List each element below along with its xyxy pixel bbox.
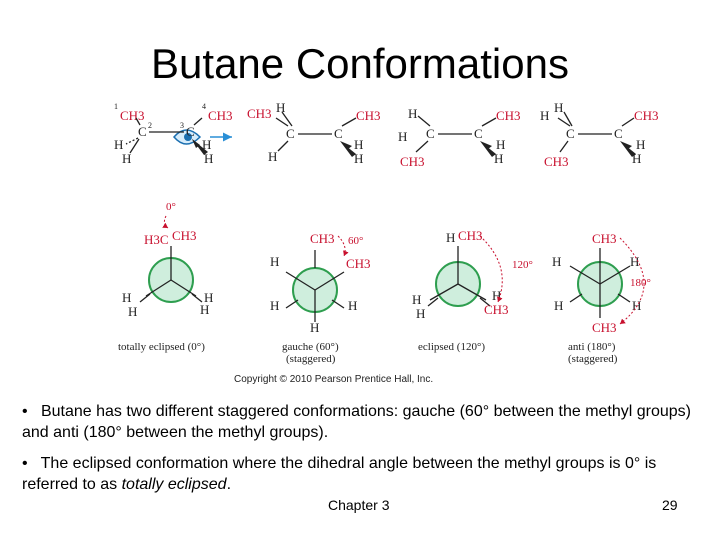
atom-h: H <box>114 137 123 152</box>
caption-eclipsed: eclipsed (120°) <box>418 341 485 353</box>
atom-ch3: CH3 <box>120 108 145 123</box>
atom-c: C <box>186 124 195 139</box>
page-number: 29 <box>662 497 678 513</box>
atom-ch3: CH3 <box>208 108 233 123</box>
atom-h: H <box>200 302 209 317</box>
atom-h: H <box>348 298 357 313</box>
angle-label-120: 120° <box>512 259 533 271</box>
atom-ch3: CH3 <box>544 154 569 169</box>
caption-gauche: gauche (60°) <box>282 341 339 353</box>
sawhorse-anti: H H C C CH3 CH3 H H <box>540 100 659 169</box>
caption-anti: anti (180°) <box>568 341 616 353</box>
atom-c: C <box>426 126 435 141</box>
atom-h: H <box>416 306 425 321</box>
atom-c: C <box>286 126 295 141</box>
atom-c: C <box>474 126 483 141</box>
angle-label-60: 60° <box>348 235 363 247</box>
atom-h: H <box>122 151 131 166</box>
atom-ch3: CH3 <box>310 231 335 246</box>
atom-number-4: 4 <box>202 102 206 111</box>
atom-c: C <box>334 126 343 141</box>
atom-ch3: CH3 <box>634 108 659 123</box>
atom-h: H <box>554 100 563 115</box>
atom-number-2: 2 <box>148 121 152 130</box>
atom-ch3: CH3 <box>346 256 371 271</box>
atom-h: H <box>446 230 455 245</box>
atom-h: H <box>412 292 421 307</box>
atom-h: H <box>554 298 563 313</box>
bullet-text: Butane has two different staggered confo… <box>22 403 692 441</box>
atom-h: H <box>354 151 363 166</box>
atom-c: C <box>566 126 575 141</box>
atom-ch3: CH3 <box>458 228 483 243</box>
atom-ch3: CH3 <box>247 106 272 121</box>
atom-h: H <box>128 304 137 319</box>
atom-h: H <box>122 290 131 305</box>
caption-anti-sub: (staggered) <box>568 353 618 365</box>
bullet-item: • The eclipsed conformation where the di… <box>22 453 702 495</box>
slide-title: Butane Conformations <box>151 40 569 87</box>
atom-h: H <box>276 100 285 115</box>
atom-h: H <box>540 108 549 123</box>
atom-number-3: 3 <box>180 121 184 130</box>
atom-h: H <box>204 151 213 166</box>
bullet-text-end: . <box>226 476 232 493</box>
atom-h: H <box>268 149 277 164</box>
atom-h: H <box>202 137 211 152</box>
newman-gauche: CH3 60° CH3 H H H H gauche (60°) (stagge… <box>270 231 371 365</box>
newman-totally-eclipsed: 0° H3C CH3 H H H H totally eclipsed (0°) <box>118 201 213 353</box>
atom-h: H <box>496 137 505 152</box>
atom-ch3: CH3 <box>592 231 617 246</box>
atom-h: H <box>408 106 417 121</box>
atom-ch3: CH3 <box>400 154 425 169</box>
atom-h: H <box>552 254 561 269</box>
angle-label-180: 180° <box>630 277 651 289</box>
atom-h3c: H3C <box>144 232 169 247</box>
atom-h: H <box>492 288 501 303</box>
atom-c: C <box>614 126 623 141</box>
atom-ch3: CH3 <box>356 108 381 123</box>
atom-h: H <box>204 290 213 305</box>
bullet-item: • Butane has two different staggered con… <box>22 401 702 443</box>
atom-ch3: CH3 <box>484 302 509 317</box>
bullet-list: • Butane has two different staggered con… <box>22 401 702 505</box>
butane-conformations-figure: 1 4 CH3 CH3 C C 2 3 H H H H CH3 H C C H … <box>108 96 678 388</box>
newman-anti: CH3 H H H H CH3 180° anti (180°) (stagge… <box>552 231 651 365</box>
atom-h: H <box>630 254 639 269</box>
atom-h: H <box>636 137 645 152</box>
atom-h: H <box>398 129 407 144</box>
atom-h: H <box>494 151 503 166</box>
bullet-text: The eclipsed conformation where the dihe… <box>22 455 657 493</box>
atom-h: H <box>354 137 363 152</box>
atom-h: H <box>310 320 319 335</box>
atom-c: C <box>138 124 147 139</box>
atom-h: H <box>270 254 279 269</box>
copyright-notice: Copyright © 2010 Pearson Prentice Hall, … <box>234 374 433 385</box>
atom-ch3: CH3 <box>172 228 197 243</box>
sawhorse-totally-eclipsed: 1 4 CH3 CH3 C C 2 3 H H H H <box>114 102 233 166</box>
bullet-marker: • <box>22 403 28 420</box>
atom-number-1: 1 <box>114 102 118 111</box>
newman-eclipsed: H CH3 H H H CH3 120° eclipsed (120°) <box>412 228 533 353</box>
bullet-marker: • <box>22 455 28 472</box>
atom-ch3: CH3 <box>496 108 521 123</box>
footer-chapter: Chapter 3 <box>328 497 390 513</box>
sawhorse-gauche: CH3 H C C H CH3 H H <box>247 100 381 166</box>
caption-totally-eclipsed: totally eclipsed (0°) <box>118 341 205 353</box>
atom-h: H <box>632 151 641 166</box>
angle-label-0: 0° <box>166 201 176 213</box>
atom-h: H <box>632 298 641 313</box>
bullet-emphasis: totally eclipsed <box>121 476 227 493</box>
sawhorse-eclipsed: H C C H CH3 CH3 H H <box>398 106 521 169</box>
caption-gauche-sub: (staggered) <box>286 353 336 365</box>
atom-h: H <box>270 298 279 313</box>
atom-ch3: CH3 <box>592 320 617 335</box>
